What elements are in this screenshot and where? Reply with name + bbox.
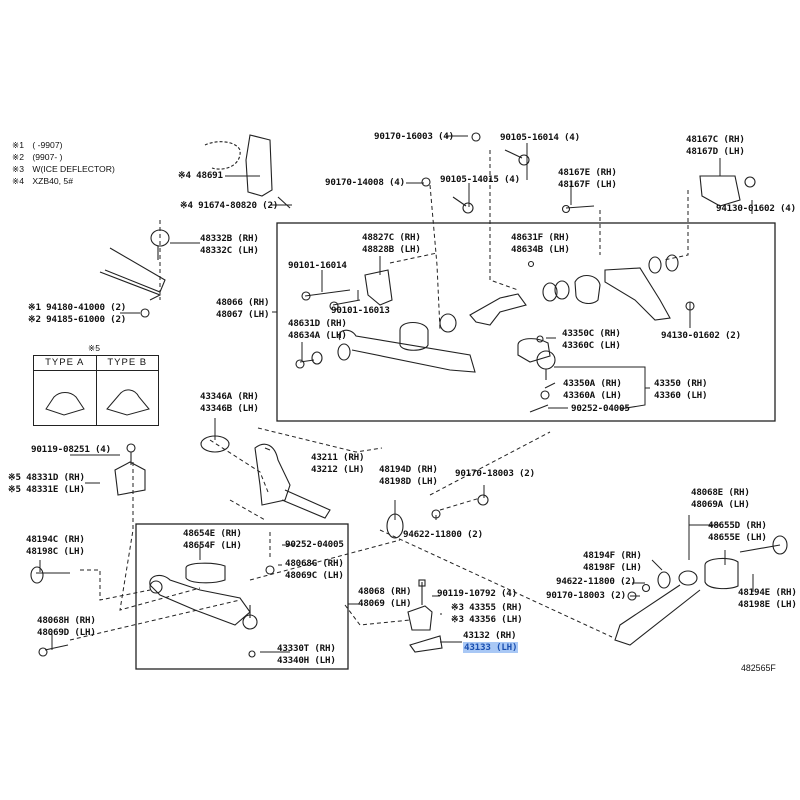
part-label-43346[interactable]: 43346A (RH)43346B (LH) xyxy=(200,391,259,414)
part-label-48068[interactable]: 48068 (RH)48069 (LH) xyxy=(358,586,412,609)
part-label-48066[interactable]: 48066 (RH)48067 (LH) xyxy=(216,297,270,320)
part-label-90170-14008[interactable]: 90170-14008 (4) xyxy=(325,177,405,188)
part-label-94130-01602-4[interactable]: 94130-01602 (4) xyxy=(716,203,796,214)
part-label-90170-16003[interactable]: 90170-16003 (4) xyxy=(374,131,454,142)
part-label-90119-08251[interactable]: 90119-08251 (4) xyxy=(31,444,111,455)
part-label-48194D[interactable]: 48194D (RH)48198D (LH) xyxy=(379,464,438,487)
lower-arm-group-frame xyxy=(135,523,349,670)
part-label-43350A[interactable]: 43350A (RH)43360A (LH) xyxy=(563,378,622,401)
highlighted-part-43133[interactable]: 43133 (LH) xyxy=(463,641,519,653)
part-label-48631D[interactable]: 48631D (RH)48634A (LH) xyxy=(288,318,347,341)
part-label-43350[interactable]: 43350 (RH)43360 (LH) xyxy=(654,378,708,401)
part-label-48194E[interactable]: 48194E (RH)48198E (LH) xyxy=(738,587,797,610)
part-label-48194C[interactable]: 48194C (RH)48198C (LH) xyxy=(26,534,85,557)
type-a-header: TYPE A xyxy=(34,356,97,370)
part-label-94180-94185[interactable]: ※1 94180-41000 (2)※2 94185-61000 (2) xyxy=(28,302,127,325)
part-label-48068E[interactable]: 48068E (RH)48069A (LH) xyxy=(691,487,750,510)
part-label-90105-14015[interactable]: 90105-14015 (4) xyxy=(440,174,520,185)
part-label-43211[interactable]: 43211 (RH)43212 (LH) xyxy=(311,452,365,475)
part-label-90252-04005-upper[interactable]: 90252-04005 xyxy=(571,403,630,414)
part-label-48068G[interactable]: 48068G (RH)48069C (LH) xyxy=(285,558,344,581)
part-label-48167E[interactable]: 48167E (RH)48167F (LH) xyxy=(558,167,617,190)
part-label-43132[interactable]: 43132 (RH)43133 (LH) xyxy=(463,630,519,653)
type-table: TYPE A TYPE B xyxy=(33,355,159,426)
upper-arm-group-frame xyxy=(276,222,776,422)
type-a-image xyxy=(34,371,97,425)
part-label-90101-16014[interactable]: 90101-16014 xyxy=(288,260,347,271)
part-label-48331[interactable]: ※5 48331D (RH)※5 48331E (LH) xyxy=(8,472,85,495)
type-b-image xyxy=(97,371,159,425)
leader-lines xyxy=(39,135,754,653)
part-label-43355[interactable]: ※3 43355 (RH)※3 43356 (LH) xyxy=(451,602,523,625)
part-label-90170-18003-a[interactable]: 90170-18003 (2) xyxy=(455,468,535,479)
part-label-43350C[interactable]: 43350C (RH)43360C (LH) xyxy=(562,328,621,351)
part-label-94622-11800-a[interactable]: 94622-11800 (2) xyxy=(403,529,483,540)
part-label-48654[interactable]: 48654E (RH)48654F (LH) xyxy=(183,528,242,551)
note-4: ※4 XZB40, 5# xyxy=(12,176,73,186)
part-label-48655[interactable]: 48655D (RH)48655E (LH) xyxy=(708,520,767,543)
part-label-43330T[interactable]: 43330T (RH)43340H (LH) xyxy=(277,643,336,666)
part-label-90170-18003-b[interactable]: 90170-18003 (2) xyxy=(546,590,626,601)
part-label-48194F[interactable]: 48194F (RH)48198F (LH) xyxy=(583,550,642,573)
part-label-90105-16014[interactable]: 90105-16014 (4) xyxy=(500,132,580,143)
part-label-94130-01602-2[interactable]: 94130-01602 (2) xyxy=(661,330,741,341)
part-label-48691[interactable]: ※4 48691 xyxy=(178,170,223,181)
part-label-48631F[interactable]: 48631F (RH)48634B (LH) xyxy=(511,232,570,255)
part-label-90119-10792[interactable]: 90119-10792 (4) xyxy=(437,588,517,599)
part-label-90101-16013[interactable]: 90101-16013 xyxy=(331,305,390,316)
part-label-48827C[interactable]: 48827C (RH)48828B (LH) xyxy=(362,232,421,255)
part-label-48332[interactable]: 48332B (RH)48332C (LH) xyxy=(200,233,259,256)
type-b-header: TYPE B xyxy=(107,357,148,368)
part-label-91674-80820[interactable]: ※4 91674-80820 (2) xyxy=(180,200,279,211)
note-2: ※2 (9907- ) xyxy=(12,152,63,162)
part-label-90252-04005-lower[interactable]: 90252-04005 xyxy=(285,539,344,550)
note-1: ※1 ( -9907) xyxy=(12,140,63,150)
part-label-48068H[interactable]: 48068H (RH)48069D (LH) xyxy=(37,615,96,638)
part-shapes xyxy=(30,132,788,658)
guide-lines xyxy=(69,150,689,641)
part-label-48167C[interactable]: 48167C (RH)48167D (LH) xyxy=(686,134,745,157)
type-table-mark: ※5 xyxy=(88,343,100,353)
part-label-94622-11800-b[interactable]: 94622-11800 (2) xyxy=(556,576,636,587)
note-3: ※3 W(ICE DEFLECTOR) xyxy=(12,164,115,174)
figure-code: 482565F xyxy=(741,663,776,673)
